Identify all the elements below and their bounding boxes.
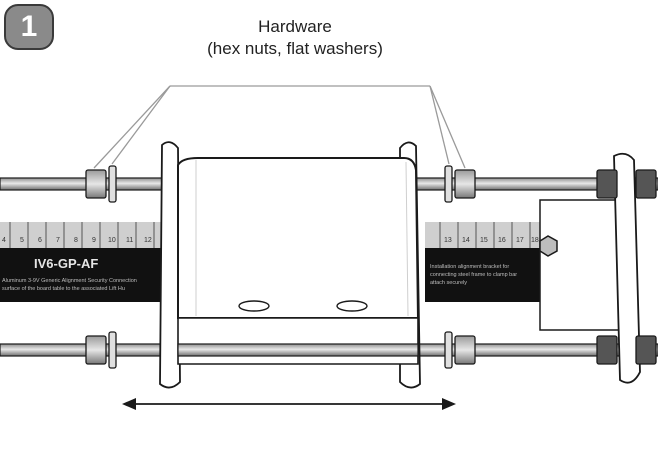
callout-title: Hardware <box>258 17 332 36</box>
step-number-badge: 1 <box>4 4 54 50</box>
scale-tick: 10 <box>108 237 116 244</box>
plate-text: connecting steel frame to clamp bar <box>430 272 517 278</box>
scale-tick: 8 <box>74 237 78 244</box>
plate-text: Aluminum 3-9V Generic Alignment Security… <box>2 278 137 284</box>
scale-tick: 6 <box>38 237 42 244</box>
hex-nut-icon <box>596 335 618 365</box>
left-hardware <box>85 165 117 369</box>
flat-washer-icon <box>444 331 453 369</box>
scale-tick: 14 <box>462 237 470 244</box>
plate-text: attach securely <box>430 280 467 286</box>
hex-nut-icon <box>596 169 618 199</box>
scale-tick: 11 <box>126 237 133 244</box>
flat-washer-icon <box>108 331 117 369</box>
scale-tick: 16 <box>498 237 506 244</box>
scale-tick: 15 <box>480 237 488 244</box>
plate-text: Installation alignment bracket for <box>430 264 509 270</box>
hex-nut-icon <box>85 335 107 365</box>
end-bracket <box>596 152 657 384</box>
clamp-body <box>159 141 421 389</box>
scale-tick: 9 <box>92 237 96 244</box>
hex-nut-icon <box>635 335 657 365</box>
bolt-head-icon <box>539 235 558 257</box>
flat-washer-icon <box>444 165 453 203</box>
callout-leaders <box>93 85 466 169</box>
scale-tick: 7 <box>56 237 60 244</box>
flat-washer-icon <box>108 165 117 203</box>
scale-tick: 4 <box>2 237 6 244</box>
right-hardware <box>444 165 476 369</box>
scale-tick: 17 <box>516 237 524 244</box>
scale-tick: 12 <box>144 237 152 244</box>
scale-plate: 4 5 6 7 8 9 10 11 12 13 14 15 16 17 18 I… <box>0 199 631 331</box>
scale-tick: 13 <box>444 237 452 244</box>
hex-nut-icon <box>635 169 657 199</box>
plate-text: surface of the board table to the associ… <box>2 286 125 292</box>
hex-nut-icon <box>454 169 476 199</box>
hex-nut-icon <box>454 335 476 365</box>
double-arrow-icon <box>122 398 456 410</box>
callout-subtitle: (hex nuts, flat washers) <box>207 39 383 58</box>
scale-tick: 5 <box>20 237 24 244</box>
scale-tick: 18 <box>531 237 539 244</box>
model-label: IV6-GP-AF <box>34 256 98 271</box>
hex-nut-icon <box>85 169 107 199</box>
